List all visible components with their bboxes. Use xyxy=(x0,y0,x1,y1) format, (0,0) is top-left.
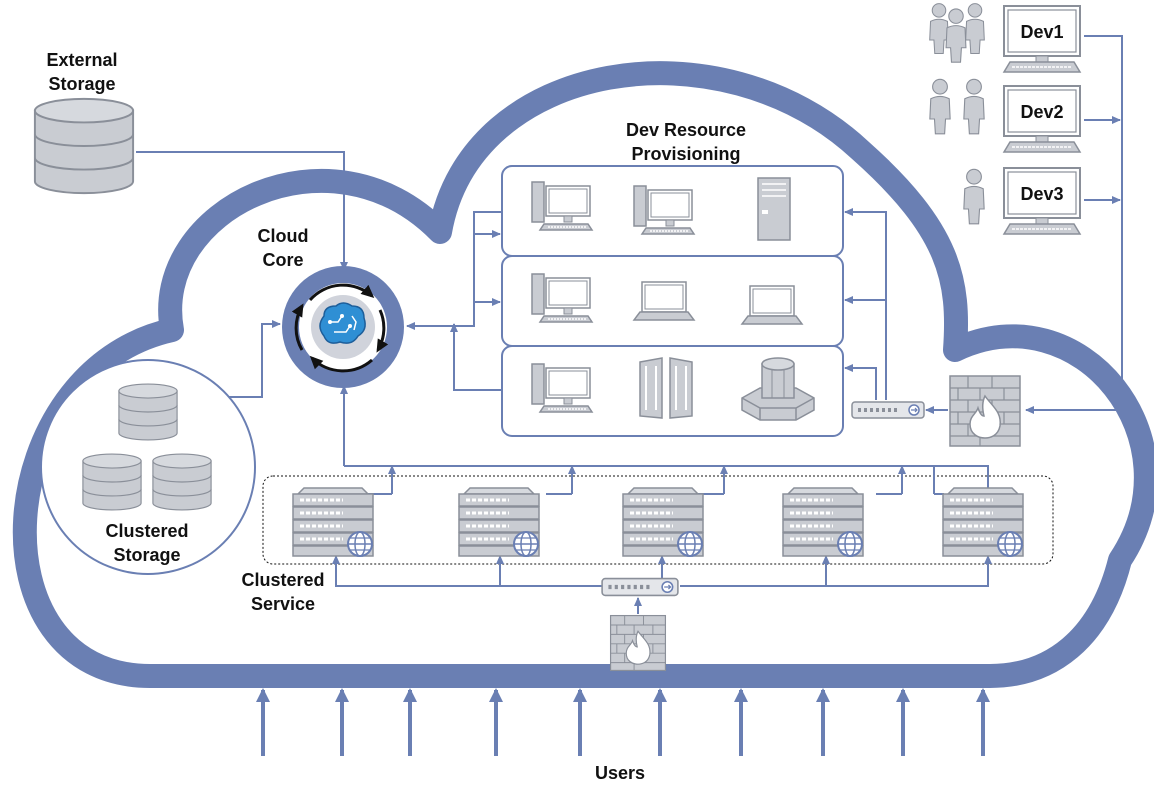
cloud-outline xyxy=(12,61,1154,688)
clustered-service-group xyxy=(262,475,1054,565)
dev-network-switch-icon xyxy=(851,401,925,419)
clustered-service-label-line1: Clustered xyxy=(241,570,324,590)
clustered-storage-circle xyxy=(40,359,256,575)
connection-lines xyxy=(136,35,1123,614)
dev-resource-label-line1: Dev Resource xyxy=(626,120,746,140)
web-server-icon xyxy=(291,486,375,558)
service-firewall-icon xyxy=(609,614,667,672)
clustered-service-label-line2: Service xyxy=(251,594,315,614)
dev3-label: Dev3 xyxy=(1020,184,1063,204)
dev2-label: Dev2 xyxy=(1020,102,1063,122)
web-server-icon xyxy=(781,486,865,558)
cloud-core-label-line1: Cloud xyxy=(258,226,309,246)
external-storage-database-icon xyxy=(33,97,135,195)
web-server-icon xyxy=(457,486,541,558)
user-arrows xyxy=(256,688,990,756)
dev-firewall-icon xyxy=(949,375,1021,447)
clustered-storage-label-line2: Storage xyxy=(113,545,180,565)
laptop-icon xyxy=(741,285,803,325)
external-storage-label-line1: External xyxy=(46,50,117,70)
cloud-core-icon xyxy=(282,266,404,388)
developers-group-icon xyxy=(929,3,985,225)
users-label: Users xyxy=(595,763,645,783)
clustered-db-icon-top xyxy=(118,383,178,441)
clustered-db-icon-left xyxy=(82,453,142,511)
cloud-core-label-line2: Core xyxy=(262,250,303,270)
laptop-icon xyxy=(633,281,695,321)
tower-server-icon xyxy=(757,177,791,241)
external-storage-label-line2: Storage xyxy=(48,74,115,94)
clustered-db-icon-right xyxy=(152,453,212,511)
dev1-label: Dev1 xyxy=(1020,22,1063,42)
dev-resource-label-line2: Provisioning xyxy=(631,144,740,164)
clustered-storage-label-line1: Clustered xyxy=(105,521,188,541)
web-server-icon xyxy=(621,486,705,558)
web-server-icon xyxy=(941,486,1025,558)
service-network-switch-icon xyxy=(601,577,679,597)
